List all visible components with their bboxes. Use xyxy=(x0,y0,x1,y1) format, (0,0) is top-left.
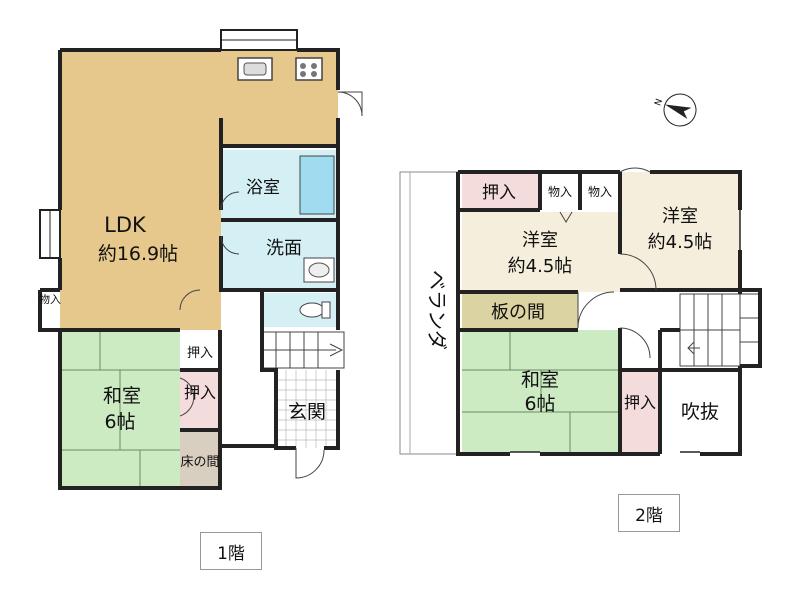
monoire-b-area xyxy=(580,172,620,210)
itanoma-label: 板の間 xyxy=(491,302,545,323)
washitsu-2-name: 和室 xyxy=(521,369,559,391)
oshiire-2-label: 押入 xyxy=(624,393,656,412)
oshiire-2-area xyxy=(622,372,658,452)
north-arrow-icon: N xyxy=(653,93,697,127)
stairs-2f-icon xyxy=(679,293,761,367)
oshiire-2-top-area xyxy=(462,172,538,210)
yoshitsu-2-area xyxy=(620,172,740,292)
floor-1: LDK 約16.9帖 浴室 洗面 物入 押入 押入 和室 6帖 床の間 玄関 xyxy=(38,29,363,490)
bathtub-icon xyxy=(299,155,335,215)
floor-2: ベランダ 押入 物入 物入 洋室 約4.5帖 洋室 約4.5帖 板の間 和室 6… xyxy=(399,167,762,456)
walls-2f xyxy=(456,170,762,456)
oshiire-2-top-label: 押入 xyxy=(482,183,516,203)
toko-area xyxy=(180,432,220,488)
washitsu-1-name: 和室 xyxy=(103,385,141,407)
washitsu-2-size: 6帖 xyxy=(524,393,555,415)
stove-icon xyxy=(295,57,323,81)
monoire-a-area xyxy=(540,172,580,210)
yoshitsu-2-name: 洋室 xyxy=(662,206,698,227)
walls-1f xyxy=(38,48,340,490)
entrance-label: 玄関 xyxy=(288,401,326,423)
storage-label-1: 物入 xyxy=(39,292,61,306)
compass-letter: N xyxy=(653,98,665,108)
fukinuke-label: 吹抜 xyxy=(681,401,719,423)
ldk-name: LDK xyxy=(104,213,147,237)
washroom-label: 洗面 xyxy=(266,238,302,259)
oshiire-label-1: 押入 xyxy=(184,383,216,402)
monoire-b-label: 物入 xyxy=(588,185,612,199)
washitsu-1-size: 6帖 xyxy=(104,411,135,433)
bath-label: 浴室 xyxy=(246,178,280,198)
oshiire-small-label: 押入 xyxy=(187,346,213,361)
floor-1-label: 1階 xyxy=(200,532,262,570)
storage-left xyxy=(40,290,60,330)
floor-2-label: 2階 xyxy=(618,494,680,532)
toko-label: 床の間 xyxy=(180,455,219,470)
fukinuke-area xyxy=(662,370,740,452)
yoshitsu-2-size: 約4.5帖 xyxy=(648,232,713,253)
oshiire-1-small-area xyxy=(180,334,220,370)
yoshitsu-1-area xyxy=(462,212,620,292)
ldk-area xyxy=(60,50,338,330)
itanoma-area xyxy=(462,294,578,328)
stairs-1f-icon xyxy=(261,331,345,369)
monoire-a-label: 物入 xyxy=(548,185,572,199)
yoshitsu-1-size: 約4.5帖 xyxy=(508,256,573,277)
yoshitsu-1-name: 洋室 xyxy=(522,230,558,251)
ldk-size: 約16.9帖 xyxy=(98,243,178,265)
toilet-icon xyxy=(299,302,325,318)
veranda-label: ベランダ xyxy=(425,270,449,350)
